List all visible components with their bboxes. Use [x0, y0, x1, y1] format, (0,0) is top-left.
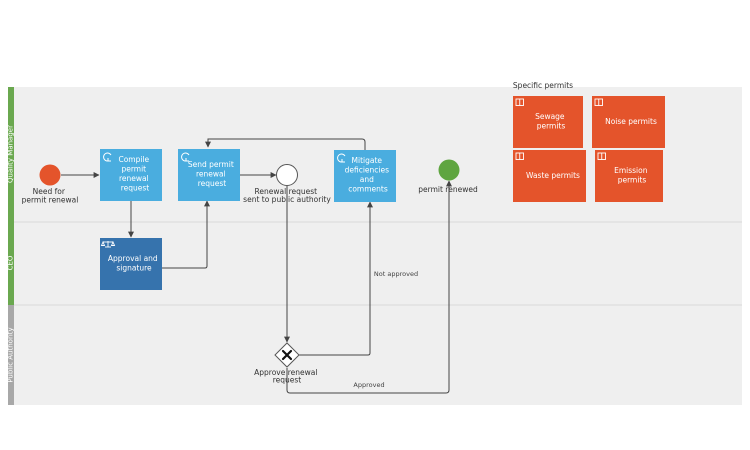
data-object-sewage-permits[interactable]: Sewage permits	[513, 96, 583, 148]
lane-bar-ceo[interactable]	[8, 222, 14, 305]
data-object-emission-label: Emission permits	[614, 166, 650, 185]
intermediate-event-label: Renewal request sent to public authority	[243, 187, 331, 204]
loop-icon	[181, 152, 190, 162]
data-object-sewage-label: Sewage permits	[535, 112, 567, 131]
task-approval-and-signature[interactable]: Approval and signature	[100, 238, 162, 290]
book-icon	[515, 98, 524, 106]
flow-mitigate-to-send[interactable]	[205, 138, 366, 150]
task-send-permit-renewal-request[interactable]: Send permit renewal request	[178, 149, 240, 201]
lane-label-quality-manager: Quality Manager	[7, 125, 15, 183]
task-mitigate-label: Mitigate deficiencies and comments	[345, 156, 392, 194]
edge-label-not-approved: Not approved	[374, 270, 418, 278]
loop-icon	[103, 152, 112, 162]
gateway-label: Approve renewal request	[254, 368, 320, 385]
lane-label-public-authority: Public Authority	[7, 327, 15, 382]
task-mitigate-deficiencies[interactable]: Mitigate deficiencies and comments	[334, 150, 396, 202]
data-object-noise-permits[interactable]: Noise permits	[592, 96, 665, 148]
end-event-label: permit renewed	[418, 185, 478, 194]
task-approval-label: Approval and signature	[108, 254, 160, 273]
task-compile-label: Compile permit renewal request	[118, 155, 151, 193]
sequence-flows	[61, 138, 452, 394]
lane-bar-public-authority[interactable]	[8, 305, 14, 405]
data-object-waste-label: Waste permits	[526, 171, 580, 180]
intermediate-event[interactable]	[276, 164, 298, 186]
start-event-label: Need for permit renewal	[22, 187, 79, 205]
data-object-noise-label: Noise permits	[605, 117, 657, 126]
task-send-label: Send permit renewal request	[188, 160, 236, 188]
data-object-emission-permits[interactable]: Emission permits	[595, 150, 663, 202]
scales-icon	[100, 240, 116, 248]
exclusive-x-icon	[281, 349, 293, 361]
data-objects-header: Specific permits	[513, 81, 573, 90]
lane-bar-quality-manager[interactable]	[8, 87, 14, 222]
data-object-waste-permits[interactable]: Waste permits	[513, 150, 586, 202]
book-icon	[594, 98, 603, 106]
loop-icon	[337, 153, 346, 163]
task-compile-permit-renewal-request[interactable]: Compile permit renewal request	[100, 149, 162, 201]
book-icon	[515, 152, 524, 160]
flow-gateway-not-approved[interactable]	[298, 201, 373, 356]
edge-label-approved: Approved	[353, 381, 384, 389]
end-event[interactable]	[438, 159, 460, 181]
flow-gateway-approved[interactable]	[286, 180, 452, 394]
exclusive-gateway[interactable]	[274, 342, 300, 368]
start-event[interactable]	[39, 164, 61, 186]
lane-label-ceo: CEO	[7, 255, 15, 270]
book-icon	[597, 152, 606, 160]
flow-approval-to-send[interactable]	[162, 200, 210, 269]
